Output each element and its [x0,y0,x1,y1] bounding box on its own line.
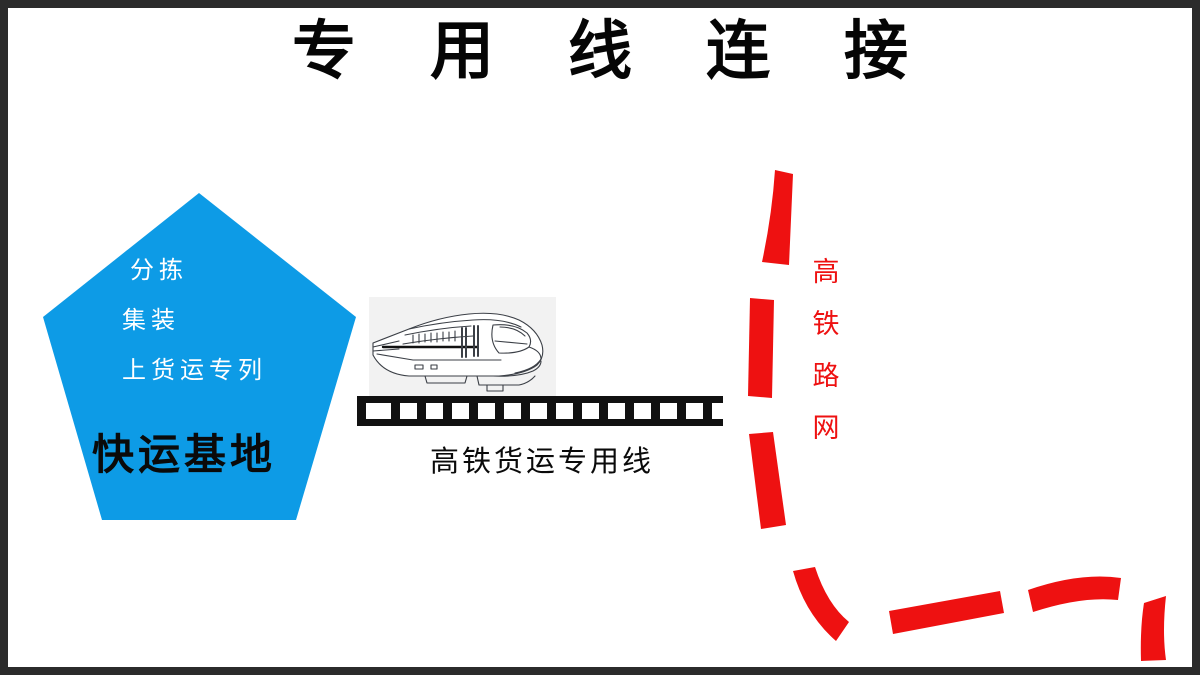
dedicated-freight-line-label: 高铁货运专用线 [430,446,655,478]
pentagon-process-line-1: 分拣 [130,257,188,284]
high-speed-train-icon [369,297,556,397]
pentagon-title: 快运基地 [92,431,277,478]
rail-network-label: 高 铁 路 网 [806,246,846,454]
rail-network-label-char-2: 铁 [812,309,840,339]
pentagon-process-line-3: 上货运专列 [122,357,267,384]
railway-track [357,396,723,426]
pentagon-process-line-2: 集装 [122,307,180,334]
rail-network-label-char-3: 路 [812,361,840,391]
express-base-pentagon [36,185,366,530]
rail-network-label-char-1: 高 [812,257,840,287]
page-title: 专用线连接 [292,15,982,87]
rail-network-label-char-4: 网 [812,413,840,443]
